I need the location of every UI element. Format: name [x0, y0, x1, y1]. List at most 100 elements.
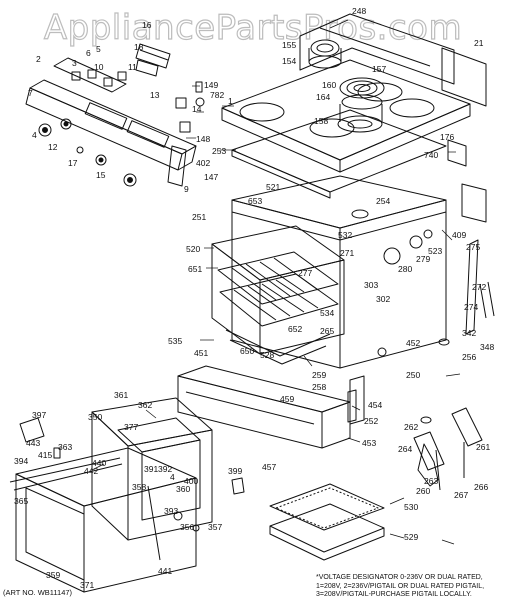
part-label-261: 261 [476, 442, 490, 452]
part-label-397: 397 [32, 410, 46, 420]
part-label-13: 13 [150, 90, 160, 100]
part-label-15: 15 [96, 170, 106, 180]
part-label-651: 651 [188, 264, 202, 274]
part-label-359: 359 [46, 570, 60, 580]
part-label-360: 360 [176, 484, 190, 494]
part-label-530: 530 [404, 502, 418, 512]
part-label-271: 271 [340, 248, 354, 258]
part-label-250: 250 [406, 370, 420, 380]
part-label-280: 280 [398, 264, 412, 274]
part-label-253: 253 [212, 146, 226, 156]
part-label-440: 440 [92, 458, 106, 468]
part-label-534: 534 [320, 308, 334, 318]
part-label-361: 361 [114, 390, 128, 400]
part-label-10: 10 [94, 62, 104, 72]
part-label-164: 164 [316, 92, 330, 102]
part-label-274: 274 [464, 302, 478, 312]
part-label-149: 149 [204, 80, 218, 90]
part-label-451: 451 [194, 348, 208, 358]
part-label-415: 415 [38, 450, 52, 460]
part-label-158: 158 [314, 116, 328, 126]
part-label-155: 155 [282, 40, 296, 50]
voltage-footnote: *VOLTAGE DESIGNATOR 0-236V OR DUAL RATED… [316, 574, 484, 600]
part-label-248: 248 [352, 6, 366, 16]
part-label-740: 740 [424, 150, 438, 160]
part-label-259: 259 [312, 370, 326, 380]
oven-door [9, 397, 245, 593]
part-label-265: 265 [320, 326, 334, 336]
part-label-252: 252 [364, 416, 378, 426]
part-label-266: 266 [474, 482, 488, 492]
part-label-399: 399 [228, 466, 242, 476]
part-label-2: 2 [36, 54, 41, 64]
broiler-pan [269, 483, 385, 561]
part-label-279: 279 [416, 254, 430, 264]
leader-lines [91, 19, 461, 545]
part-label-147: 147 [204, 172, 218, 182]
part-label-357: 357 [208, 522, 222, 532]
part-label-362: 362 [138, 400, 152, 410]
part-label-264: 264 [398, 444, 412, 454]
part-label-409: 409 [452, 230, 466, 240]
part-label-21: 21 [474, 38, 484, 48]
cooktop [221, 13, 487, 199]
part-label-348: 348 [480, 342, 494, 352]
oven-body [231, 139, 487, 369]
part-label-457: 457 [262, 462, 276, 472]
part-label-4b: 4 [170, 472, 175, 482]
part-label-782: 782 [210, 90, 224, 100]
control-panel [25, 43, 197, 171]
part-label-277: 277 [298, 268, 312, 278]
part-label-4a: 4 [32, 130, 37, 140]
part-label-400: 400 [184, 476, 198, 486]
part-label-452: 452 [406, 338, 420, 348]
part-label-377: 377 [124, 422, 138, 432]
part-label-521: 521 [266, 182, 280, 192]
part-label-652: 652 [288, 324, 302, 334]
part-label-254: 254 [376, 196, 390, 206]
part-label-371: 371 [80, 580, 94, 590]
part-label-453: 453 [362, 438, 376, 448]
part-label-9: 9 [184, 184, 189, 194]
part-label-148: 148 [196, 134, 210, 144]
hinge-parts [349, 239, 495, 491]
part-label-17: 17 [68, 158, 78, 168]
part-label-441: 441 [158, 566, 172, 576]
part-label-303: 303 [364, 280, 378, 290]
part-label-342: 342 [462, 328, 476, 338]
part-label-12: 12 [48, 142, 58, 152]
part-label-176: 176 [440, 132, 454, 142]
part-label-653: 653 [248, 196, 262, 206]
watermark-logo: AppliancePartsPros.com [43, 7, 463, 48]
part-label-18: 18 [134, 42, 144, 52]
part-label-394: 394 [14, 456, 28, 466]
part-label-650: 650 [240, 346, 254, 356]
part-label-1: 1 [228, 96, 233, 106]
footnote-line-1: *VOLTAGE DESIGNATOR 0-236V OR DUAL RATED… [316, 574, 483, 581]
part-label-251: 251 [192, 212, 206, 222]
part-label-528: 528 [260, 350, 274, 360]
part-label-392: 392 [158, 464, 172, 474]
part-label-157: 157 [372, 64, 386, 74]
part-label-260: 260 [416, 486, 430, 496]
part-label-356: 356 [180, 522, 194, 532]
storage-drawer [177, 365, 357, 449]
part-label-154: 154 [282, 56, 296, 66]
part-label-523: 523 [428, 246, 442, 256]
footnote-line-2: 1=208V, 2=236V/PIGTAIL OR DUAL RATED PIG… [316, 582, 485, 590]
part-label-402: 402 [196, 158, 210, 168]
part-label-454: 454 [368, 400, 382, 410]
part-label-391: 391 [144, 464, 158, 474]
part-label-256: 256 [462, 352, 476, 362]
part-label-275: 275 [466, 242, 480, 252]
part-label-520: 520 [186, 244, 200, 254]
part-label-442: 442 [84, 466, 98, 476]
part-label-5: 5 [96, 44, 101, 54]
part-label-160: 160 [322, 80, 336, 90]
part-label-529: 529 [404, 532, 418, 542]
part-label-535: 535 [168, 336, 182, 346]
footnote-line-3: 3=208V/PIGTAIL-PURCHASE PIGTAIL LOCALLY. [316, 591, 472, 598]
part-label-16: 16 [142, 20, 152, 30]
part-label-350: 350 [88, 412, 102, 422]
